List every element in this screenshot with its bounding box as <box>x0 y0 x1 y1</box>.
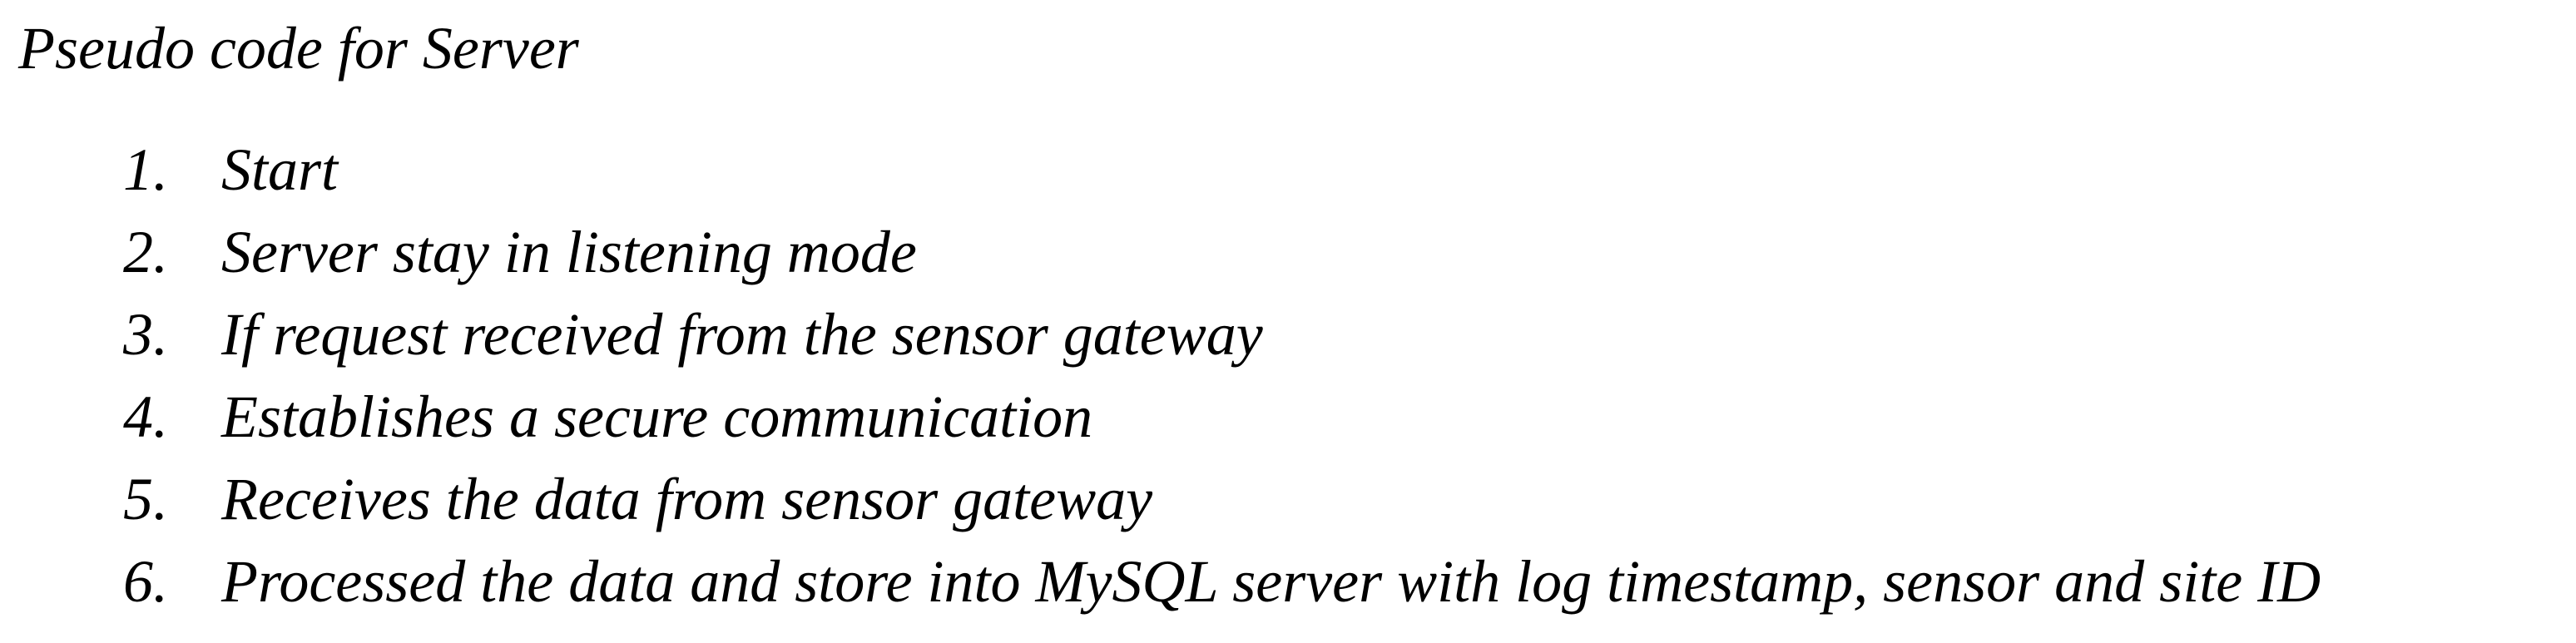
step-number: 6. <box>123 548 168 615</box>
step-number: 2. <box>123 219 168 285</box>
step-text: Start <box>221 136 339 203</box>
step-number: 3. <box>123 301 168 368</box>
step-text: If request received from the sensor gate… <box>221 301 1263 368</box>
step-text: Establishes a secure communication <box>221 383 1093 450</box>
step-text: Receives the data from sensor gateway <box>221 466 1153 532</box>
step-number: 4. <box>123 383 168 450</box>
step-text: Processed the data and store into MySQL … <box>221 548 2321 615</box>
step-number: 1. <box>123 136 168 203</box>
step-number: 5. <box>123 466 168 532</box>
step-text: Server stay in listening mode <box>221 219 917 285</box>
document-title: Pseudo code for Server <box>18 15 579 82</box>
